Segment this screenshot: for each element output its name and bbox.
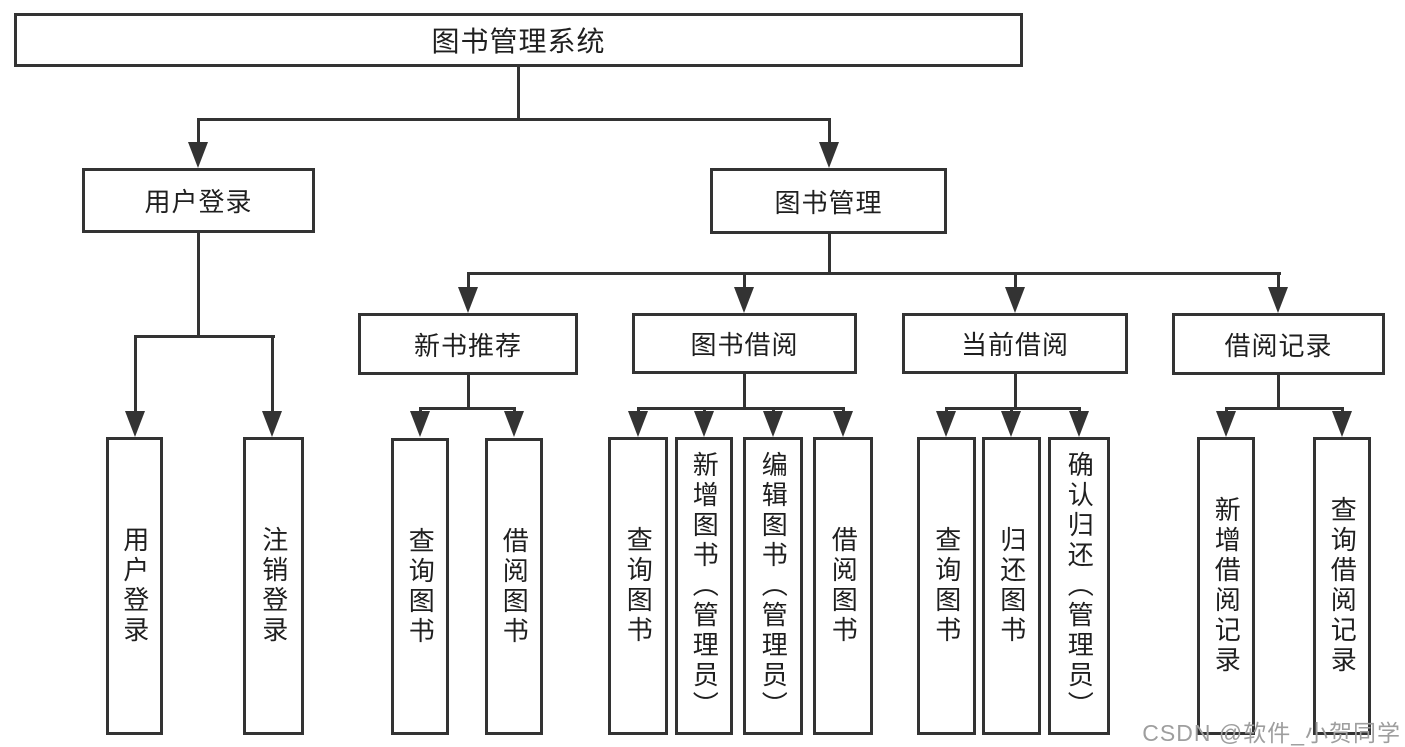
leaf-nr-borrow-book: 借阅图书 bbox=[485, 438, 543, 735]
leaf-bb-edit-book: 编辑图书（管理员） bbox=[743, 437, 803, 735]
arrowhead-current-borrow-icon bbox=[1005, 287, 1025, 313]
arrowhead-book-borrow-icon bbox=[734, 287, 754, 313]
connector-arrow-borrow-record bbox=[1277, 272, 1280, 289]
node-root-label: 图书管理系统 bbox=[431, 26, 606, 57]
node-borrow-record-label: 借阅记录 bbox=[1224, 330, 1333, 361]
leaf-cb-return-book: 归还图书 bbox=[982, 437, 1041, 735]
node-root: 图书管理系统 bbox=[14, 13, 1023, 67]
arrowhead-nr-borrow-icon bbox=[504, 411, 524, 437]
connector-arrow-new-book-rec bbox=[467, 272, 470, 289]
connector-arrow-current-borrow bbox=[1014, 272, 1017, 289]
watermark: CSDN @软件_小贺同学 bbox=[1142, 720, 1401, 746]
arrowhead-borrow-record-icon bbox=[1268, 287, 1288, 313]
connector-book-borrow-branch bbox=[637, 407, 845, 410]
node-book-borrow-label: 图书借阅 bbox=[690, 330, 799, 360]
arrowhead-ul-logout-icon bbox=[262, 411, 282, 437]
leaf-bb-query-book: 查询图书 bbox=[608, 437, 668, 735]
leaf-nr-query-book: 查询图书 bbox=[391, 438, 449, 735]
connector-current-borrow-branch bbox=[945, 407, 1081, 410]
leaf-br-add-record: 新增借阅记录 bbox=[1197, 437, 1255, 735]
connector-arrow-user-login bbox=[197, 118, 200, 146]
connector-book-borrow-stub bbox=[743, 374, 746, 407]
node-book-mgmt: 图书管理 bbox=[710, 168, 947, 234]
arrowhead-cb-confirm-icon bbox=[1069, 411, 1089, 437]
node-user-login-label: 用户登录 bbox=[144, 187, 253, 217]
leaf-cb-confirm-return: 确认归还（管理员） bbox=[1048, 437, 1110, 735]
arrowhead-nr-query-icon bbox=[410, 411, 430, 437]
connector-root-branch bbox=[197, 118, 831, 121]
connector-arrow-ul-logout bbox=[271, 335, 274, 415]
connector-arrow-ul-login bbox=[134, 335, 137, 415]
connector-user-login-branch bbox=[134, 335, 275, 338]
node-new-book-rec-label: 新书推荐 bbox=[413, 330, 522, 361]
arrowhead-br-add-icon bbox=[1216, 411, 1236, 437]
connector-borrow-record-branch bbox=[1225, 407, 1344, 410]
connector-book-mgmt-stub bbox=[828, 234, 831, 272]
arrowhead-bb-query-icon bbox=[628, 411, 648, 437]
leaf-bb-add-book: 新增图书（管理员） bbox=[675, 437, 733, 735]
arrowhead-book-mgmt-icon bbox=[819, 142, 839, 168]
arrowhead-user-login-icon bbox=[188, 142, 208, 168]
node-book-borrow: 图书借阅 bbox=[632, 313, 857, 374]
arrowhead-cb-return-icon bbox=[1001, 411, 1021, 437]
arrowhead-new-book-rec-icon bbox=[458, 287, 478, 313]
connector-current-borrow-stub bbox=[1014, 374, 1017, 407]
leaf-logout: 注销登录 bbox=[243, 437, 304, 735]
leaf-br-query-record: 查询借阅记录 bbox=[1313, 437, 1371, 735]
connector-arrow-book-borrow bbox=[743, 272, 746, 289]
node-new-book-rec: 新书推荐 bbox=[358, 313, 578, 375]
connector-root-trunk bbox=[517, 67, 520, 118]
arrowhead-br-query-icon bbox=[1332, 411, 1352, 437]
leaf-bb-borrow-book: 借阅图书 bbox=[813, 437, 873, 735]
connector-new-book-rec-stub bbox=[467, 375, 470, 407]
arrowhead-bb-edit-icon bbox=[763, 411, 783, 437]
arrowhead-cb-query-icon bbox=[936, 411, 956, 437]
node-borrow-record: 借阅记录 bbox=[1172, 313, 1385, 375]
connector-borrow-record-stub bbox=[1277, 375, 1280, 407]
connector-book-mgmt-branch bbox=[467, 272, 1281, 275]
node-current-borrow-label: 当前借阅 bbox=[960, 330, 1069, 360]
arrowhead-ul-login-icon bbox=[125, 411, 145, 437]
leaf-cb-query-book: 查询图书 bbox=[917, 437, 976, 735]
node-book-mgmt-label: 图书管理 bbox=[774, 187, 883, 218]
connector-arrow-book-mgmt bbox=[828, 118, 831, 146]
connector-user-login-stub bbox=[197, 233, 200, 335]
connector-new-book-rec-branch bbox=[419, 407, 516, 410]
node-user-login: 用户登录 bbox=[82, 168, 315, 233]
arrowhead-bb-borrow-icon bbox=[833, 411, 853, 437]
node-current-borrow: 当前借阅 bbox=[902, 313, 1128, 374]
leaf-user-login: 用户登录 bbox=[106, 437, 163, 735]
arrowhead-bb-add-icon bbox=[694, 411, 714, 437]
